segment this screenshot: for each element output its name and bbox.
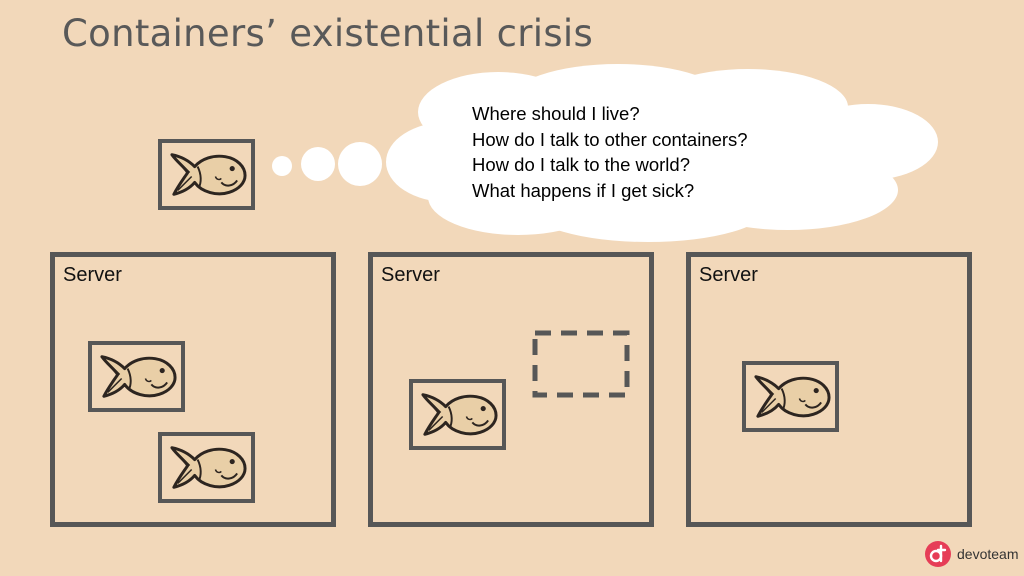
thought-line: How do I talk to other containers? (472, 128, 748, 150)
container-fish (742, 361, 839, 432)
server-label: Server (699, 264, 758, 286)
server-1: Server (50, 252, 336, 527)
devoteam-logo-icon (925, 541, 951, 567)
fish-icon (162, 143, 251, 206)
thought-cloud (272, 64, 938, 242)
slide-title: Containers’ existential crisis (62, 12, 594, 55)
server-label: Server (381, 264, 440, 286)
server-label: Server (63, 264, 122, 286)
fish-icon (92, 345, 181, 408)
thought-line: What happens if I get sick? (472, 179, 695, 201)
thought-bubble-medium (301, 147, 335, 181)
devoteam-logo: devoteam (925, 540, 1018, 568)
empty-container-slot (532, 330, 630, 398)
server-3: Server (686, 252, 972, 527)
thought-text: Where should I live? How do I talk to ot… (472, 101, 748, 203)
devoteam-logo-text: devoteam (957, 546, 1019, 562)
container-fish (409, 379, 506, 450)
thought-bubble-large (338, 142, 382, 186)
thought-bubble-small (272, 156, 292, 176)
fish-icon (162, 436, 251, 499)
container-fish-floating (158, 139, 255, 210)
thought-line: How do I talk to the world? (472, 154, 690, 175)
thought-line: Where should I live? (472, 103, 640, 124)
server-2: Server (368, 252, 654, 527)
fish-icon (746, 365, 835, 428)
fish-icon (413, 383, 502, 446)
container-fish (88, 341, 185, 412)
container-fish (158, 432, 255, 503)
